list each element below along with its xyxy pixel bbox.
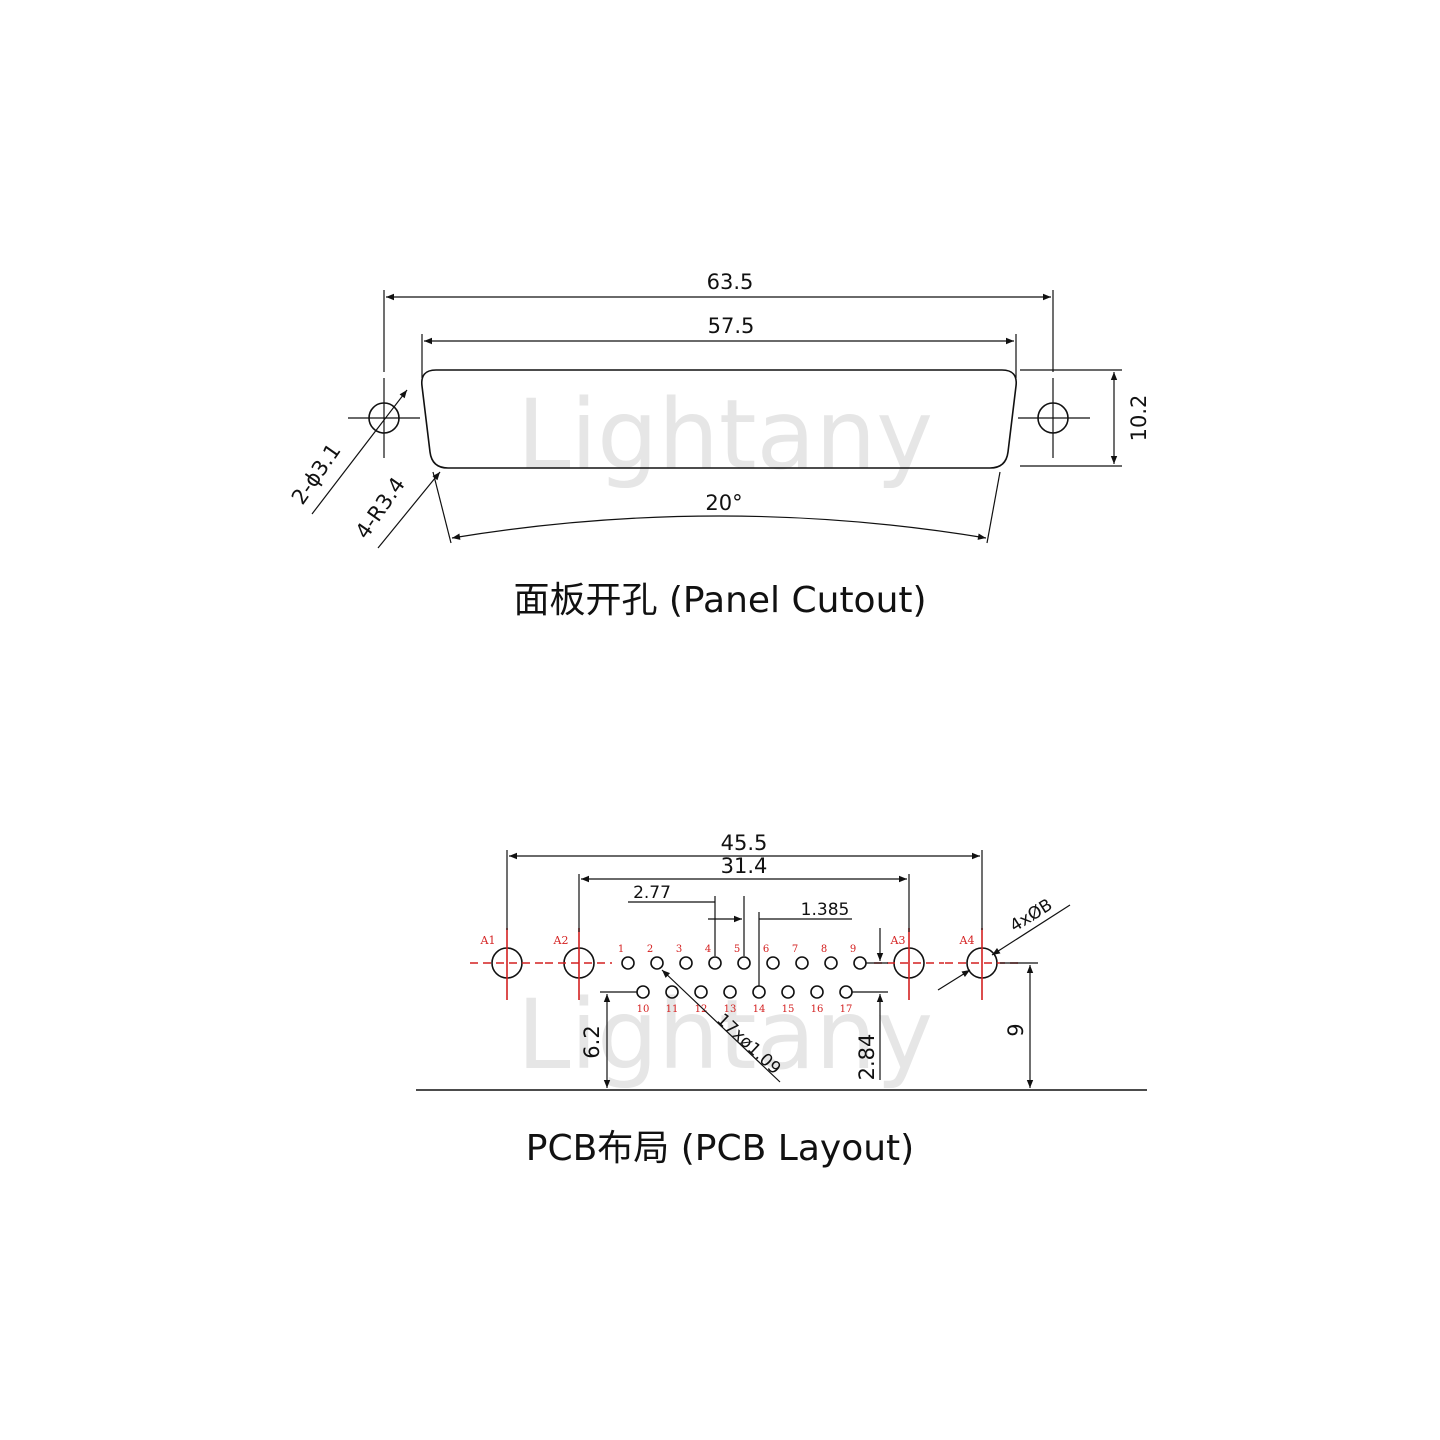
pin-label: 16 [811, 1004, 824, 1015]
pin-label: 7 [792, 944, 798, 955]
anchor-a3: A3 [874, 928, 944, 1000]
anchor-label: A1 [480, 934, 496, 947]
dim-left-height: 6.2 [580, 1025, 604, 1058]
pcb-caption: PCB布局 (PCB Layout) [526, 1128, 914, 1169]
dim-pitch: 2.77 [633, 883, 671, 903]
hole-leader [311, 389, 408, 515]
angle-ext-line [986, 471, 1001, 544]
pin-label: 3 [676, 944, 682, 955]
dshell-cutout-outline [420, 369, 1018, 469]
dim-a1-a4: 45.5 [721, 831, 768, 855]
pin-hole [824, 956, 838, 970]
pin-label: 5 [734, 944, 740, 955]
anchor-a4: A4 [945, 928, 1018, 1000]
pin-hole [708, 956, 722, 970]
pin-label: 6 [763, 944, 769, 955]
anchor-label: A3 [890, 934, 906, 947]
anchor-a1: A1 [470, 928, 544, 1000]
pin-hole [621, 956, 635, 970]
pin-label: 13 [724, 1004, 737, 1015]
pin-hole [853, 956, 867, 970]
anchor-a2: A2 [545, 928, 612, 1000]
dim-height: 10.2 [1127, 395, 1151, 442]
dim-half-pitch: 1.385 [801, 900, 850, 920]
pin-hole [810, 985, 824, 999]
pin-hole [795, 956, 809, 970]
pin-hole [679, 956, 693, 970]
angle-arc [451, 515, 987, 540]
anchor-label: A2 [553, 934, 569, 947]
dim-a2-a3: 31.4 [721, 854, 768, 878]
dim-holes: 2-ϕ3.1 [287, 439, 346, 509]
pcb-layout-view: A1 A2 A3 A4 [416, 831, 1147, 1169]
angle-ext-line [432, 471, 452, 544]
pin-label: 15 [782, 1004, 795, 1015]
pin-label: 4 [705, 944, 711, 955]
dim-angle: 20° [705, 491, 742, 515]
anchor-hole-leader [937, 969, 971, 991]
pin-label: 9 [850, 944, 856, 955]
pin-label: 11 [666, 1004, 679, 1015]
pin-hole [766, 956, 780, 970]
pin-hole [650, 956, 664, 970]
pin-label: 10 [637, 1004, 650, 1015]
pin-label: 8 [821, 944, 827, 955]
pin-hole-leader [661, 969, 781, 1083]
radius-leader [377, 471, 441, 549]
anchor-hole-leader [991, 904, 1071, 956]
anchor-label: A4 [959, 934, 975, 947]
top-row-pins: 1 2 3 4 5 6 7 8 9 [618, 944, 867, 970]
pin-label: 12 [695, 1004, 708, 1015]
pin-hole [694, 985, 708, 999]
pin-label: 17 [840, 1004, 853, 1015]
watermark-top: Lightany [517, 379, 933, 491]
dim-overall-width: 63.5 [707, 270, 754, 294]
pin-label: 14 [753, 1004, 766, 1015]
pin-hole [665, 985, 679, 999]
pin-hole [781, 985, 795, 999]
pin-label: 2 [647, 944, 653, 955]
dim-row-height: 2.84 [855, 1034, 879, 1081]
bottom-row-pins: 10 11 12 13 14 15 16 17 [636, 985, 853, 1015]
watermark-bottom: Lightany [517, 979, 933, 1091]
panel-caption: 面板开孔 (Panel Cutout) [513, 580, 926, 621]
dim-shell-width: 57.5 [708, 314, 755, 338]
pin-hole [737, 956, 751, 970]
dim-right-height: 9 [1004, 1023, 1028, 1036]
dim-radius: 4-R3.4 [351, 473, 410, 543]
pin-label: 1 [618, 944, 624, 955]
pin-hole [723, 985, 737, 999]
